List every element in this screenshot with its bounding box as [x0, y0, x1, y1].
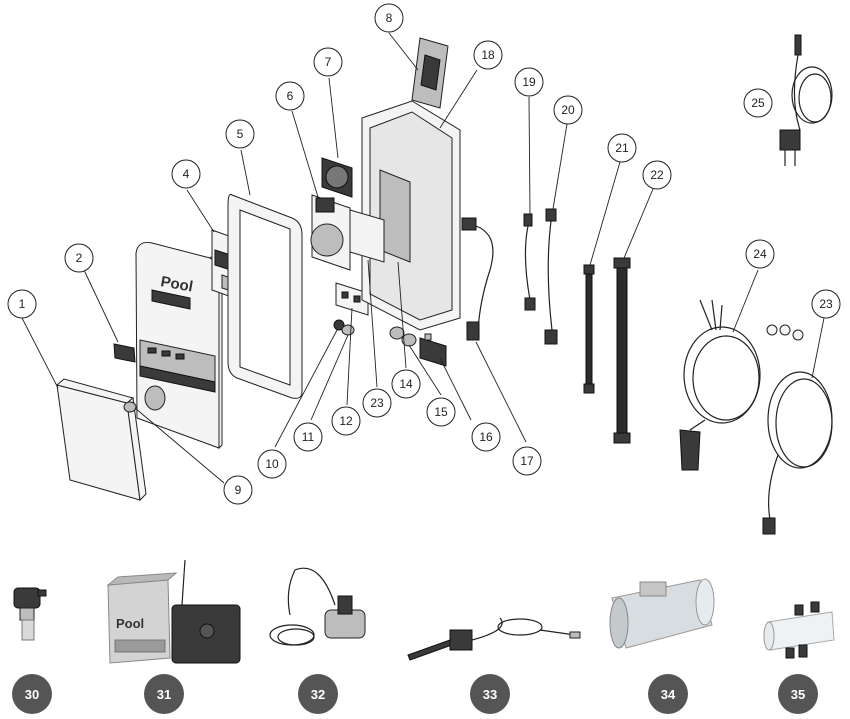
accessory-35-housing	[763, 601, 835, 659]
callout-number: 18	[481, 48, 495, 62]
callout-number: 12	[339, 414, 353, 428]
part-21-ribbon	[583, 264, 595, 394]
callout-14: 14	[391, 369, 421, 399]
badge-number: 30	[25, 687, 39, 702]
accessory-32-sensor	[269, 567, 366, 646]
part-17-harness	[461, 217, 494, 341]
callout-19: 19	[514, 67, 544, 97]
callout-23-controller: 23	[362, 388, 392, 418]
leader-lines	[21, 32, 825, 484]
part-15-grommet	[401, 333, 417, 347]
badge-34: 34	[648, 674, 688, 714]
callout-number: 8	[386, 11, 393, 25]
callout-number: 17	[520, 454, 534, 468]
callout-number: 11	[302, 430, 315, 444]
badge-31: 31	[144, 674, 184, 714]
callout-18: 18	[473, 40, 503, 70]
part-5-gasket	[227, 194, 303, 399]
callout-8: 8	[374, 3, 404, 33]
badge-number: 34	[661, 687, 676, 702]
part-1-lower-cover	[55, 378, 147, 502]
part-25-power-cord	[779, 34, 833, 166]
callout-15: 15	[426, 397, 456, 427]
part-19-cable	[523, 213, 536, 311]
part-14-grommet	[389, 326, 405, 340]
callout-6: 6	[275, 81, 305, 111]
part-23-sensor-cable	[679, 299, 761, 471]
callout-number: 10	[265, 457, 279, 471]
part-6-power-board	[310, 194, 351, 271]
callout-12: 12	[331, 406, 361, 436]
callout-11: 11	[293, 422, 323, 452]
callout-number: 25	[751, 96, 765, 110]
callout-number: 15	[434, 405, 448, 419]
callout-number: 7	[325, 55, 332, 69]
callout-23-probe: 24	[745, 239, 775, 269]
accessory-31-modules: Pool	[106, 559, 241, 664]
callout-16: 16	[471, 422, 501, 452]
part-12-terminal-board	[335, 282, 369, 316]
part-24-cell-cable	[762, 324, 833, 535]
badge-number: 35	[791, 687, 805, 702]
callout-17: 17	[512, 446, 542, 476]
part-16-relay	[419, 333, 447, 367]
callout-number: 4	[183, 167, 190, 181]
callout-20: 20	[553, 95, 583, 125]
callout-number: 16	[479, 430, 493, 444]
part-10-gland	[333, 319, 345, 331]
badge-30: 30	[12, 674, 52, 714]
callout-4: 4	[171, 159, 201, 189]
callout-2: 2	[64, 243, 94, 273]
status-led	[161, 350, 171, 357]
status-led	[147, 347, 157, 354]
callout-number: 9	[235, 483, 242, 497]
callout-number: 23	[819, 297, 833, 311]
badge-35: 35	[778, 674, 818, 714]
callout-9: 9	[223, 475, 253, 505]
callout-25: 25	[743, 88, 773, 118]
transformer-block	[349, 209, 385, 263]
accessory-34-cell	[609, 578, 715, 649]
callout-number: 22	[650, 168, 664, 182]
din-module-logo: Pool	[116, 616, 144, 631]
badge-number: 32	[311, 687, 325, 702]
part-22-ribbon	[613, 257, 631, 444]
callout-number: 20	[561, 103, 575, 117]
accessory-30-flow-switch	[13, 587, 47, 641]
callout-number: 2	[76, 251, 83, 265]
callout-7: 7	[313, 47, 343, 77]
callout-number: 21	[615, 141, 629, 155]
callout-21: 21	[607, 133, 637, 163]
badge-number: 33	[483, 687, 497, 702]
lcd-window	[151, 289, 191, 310]
callout-1: 1	[7, 289, 37, 319]
callout-number: 6	[287, 89, 294, 103]
badge-32: 32	[298, 674, 338, 714]
callout-number: 1	[19, 297, 26, 311]
callout-number: 14	[399, 377, 413, 391]
callout-number: 23	[370, 396, 384, 410]
part-2-label-strip	[113, 343, 136, 363]
status-led	[175, 353, 185, 360]
part-3-front-panel: Pool	[135, 242, 223, 450]
callout-number: 5	[237, 127, 244, 141]
callout-22: 22	[642, 160, 672, 190]
callout-10: 10	[257, 449, 287, 479]
callout-5: 5	[225, 119, 255, 149]
accessory-33-probe	[407, 617, 581, 661]
part-7-cooling-fan	[321, 157, 353, 198]
part-18-rear-enclosure	[349, 100, 461, 331]
callout-number: 19	[522, 75, 536, 89]
front-cover-logo: Pool	[159, 273, 194, 295]
callout-number: 24	[753, 247, 767, 261]
callout-24: 23	[811, 289, 841, 319]
part-11-nut	[341, 324, 355, 336]
part-8-wall-bracket	[411, 37, 449, 109]
badge-33: 33	[470, 674, 510, 714]
part-20-cable	[544, 208, 558, 345]
part-9-knob	[123, 401, 137, 413]
badge-number: 31	[157, 687, 171, 702]
